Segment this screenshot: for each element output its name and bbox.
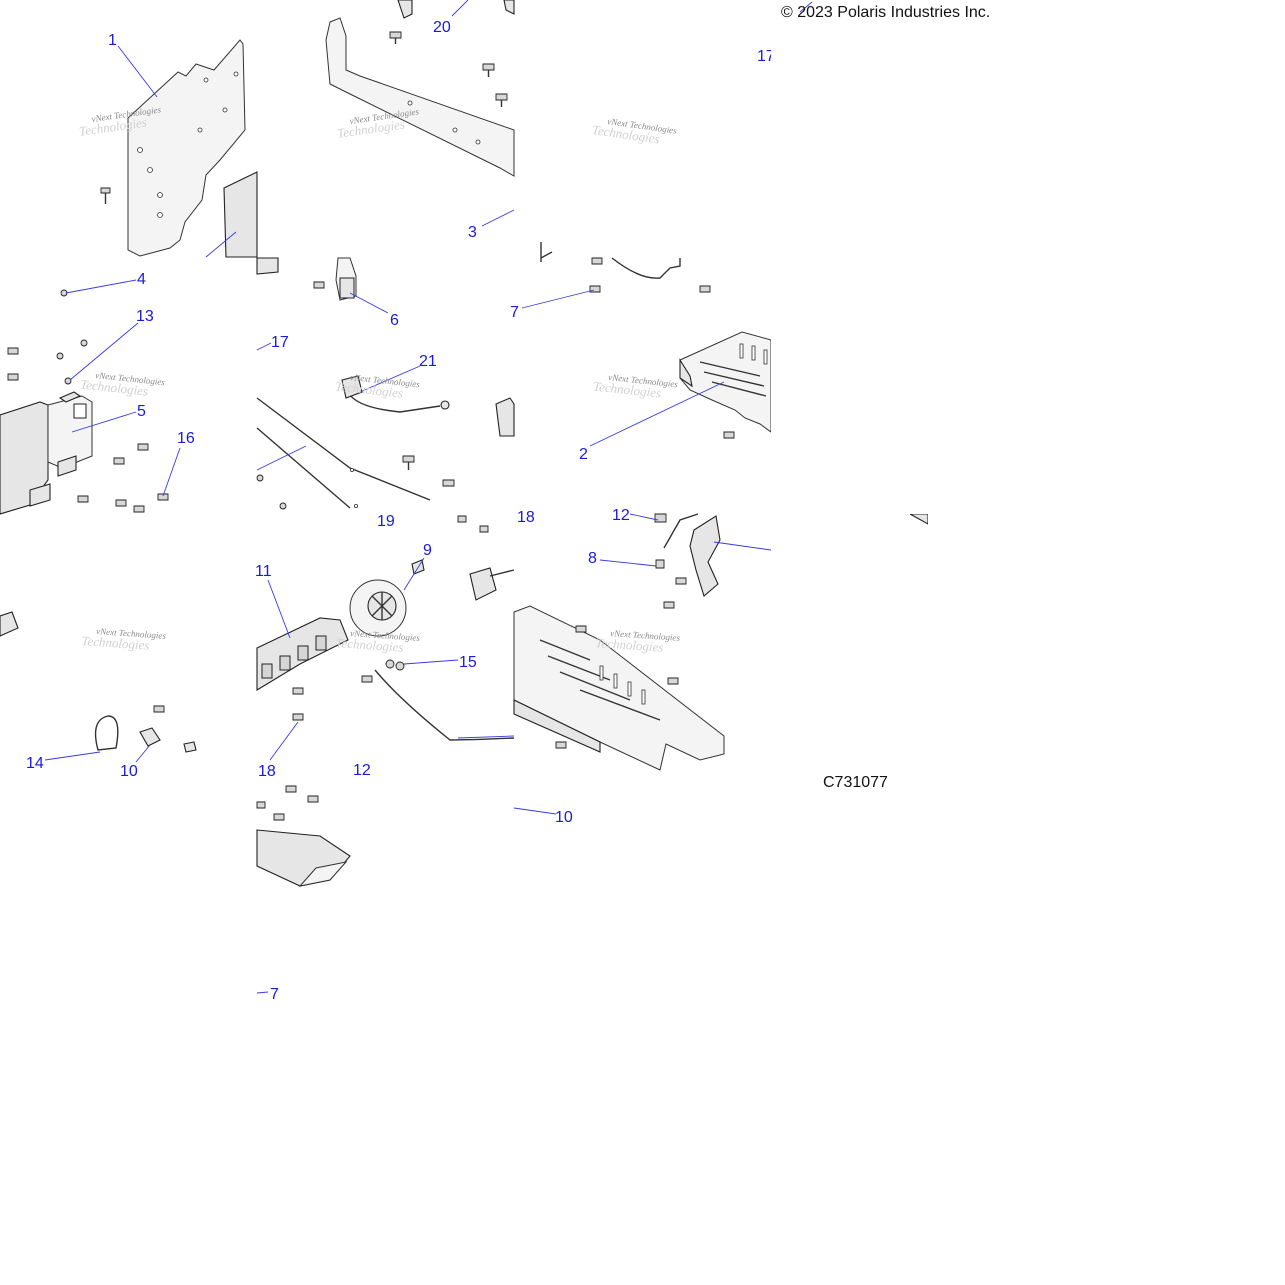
watermark-text: Technologies [335,635,404,655]
callout-4: 4 [137,271,146,288]
leader-lines [44,0,813,994]
callout-11: 11 [255,563,272,580]
watermark-text: Technologies [593,379,662,401]
copyright-notice: © 2023 Polaris Industries Inc. [781,4,991,21]
callout-15: 15 [459,654,477,671]
callout-8: 8 [588,550,597,567]
callout-19: 19 [377,513,395,530]
callout-14: 14 [26,755,44,772]
callout-12: 12 [612,507,630,524]
callout-2: 2 [579,446,588,463]
callout-7: 7 [510,304,519,321]
callout-13: 13 [136,308,154,325]
watermark-text: Technologies [80,377,149,399]
mounting-plate-part [100,39,258,258]
callout-5: 5 [137,403,146,420]
callout-12: 12 [353,762,371,779]
watermark-text: Technologies [336,116,406,140]
callout-6: 6 [390,312,399,329]
callout-20: 20 [433,19,451,36]
callout-18: 18 [258,763,276,780]
skid-plate-lower-part [513,513,929,771]
callout-labels: 1 20 17 3 4 6 7 13 17 21 5 16 2 19 18 12… [26,19,775,1003]
watermark-text: Technologies [335,379,404,401]
bracket-part [325,0,515,177]
callout-3: 3 [468,224,477,241]
watermark-text: vNext Technologies [96,626,167,641]
skid-plate-upper-part [540,242,772,439]
fuel-rail-and-sensor-part [256,515,515,741]
callout-17: 17 [271,334,289,351]
callout-21: 21 [419,353,437,370]
callout-1: 1 [108,32,117,49]
tile-mask-group [771,26,1285,771]
callout-18: 18 [517,509,535,526]
watermark-text: vNext Technologies [610,628,681,643]
callout-10: 10 [120,763,138,780]
callout-16: 16 [177,430,195,447]
callout-9: 9 [423,542,432,559]
diagram-id: C731077 [823,774,888,791]
cable-ties-group [0,611,197,753]
fasteners-group [7,289,169,513]
callout-7: 7 [270,986,279,1003]
watermark-text: vNext Technologies [350,628,421,643]
watermark-text: Technologies [595,635,664,655]
callout-17: 17 [757,48,775,65]
callout-10: 10 [555,809,573,826]
control-module-part [0,391,93,515]
watermark-text: Technologies [81,633,150,653]
harness-panel-part [256,257,515,510]
heat-shield-part [256,785,351,887]
